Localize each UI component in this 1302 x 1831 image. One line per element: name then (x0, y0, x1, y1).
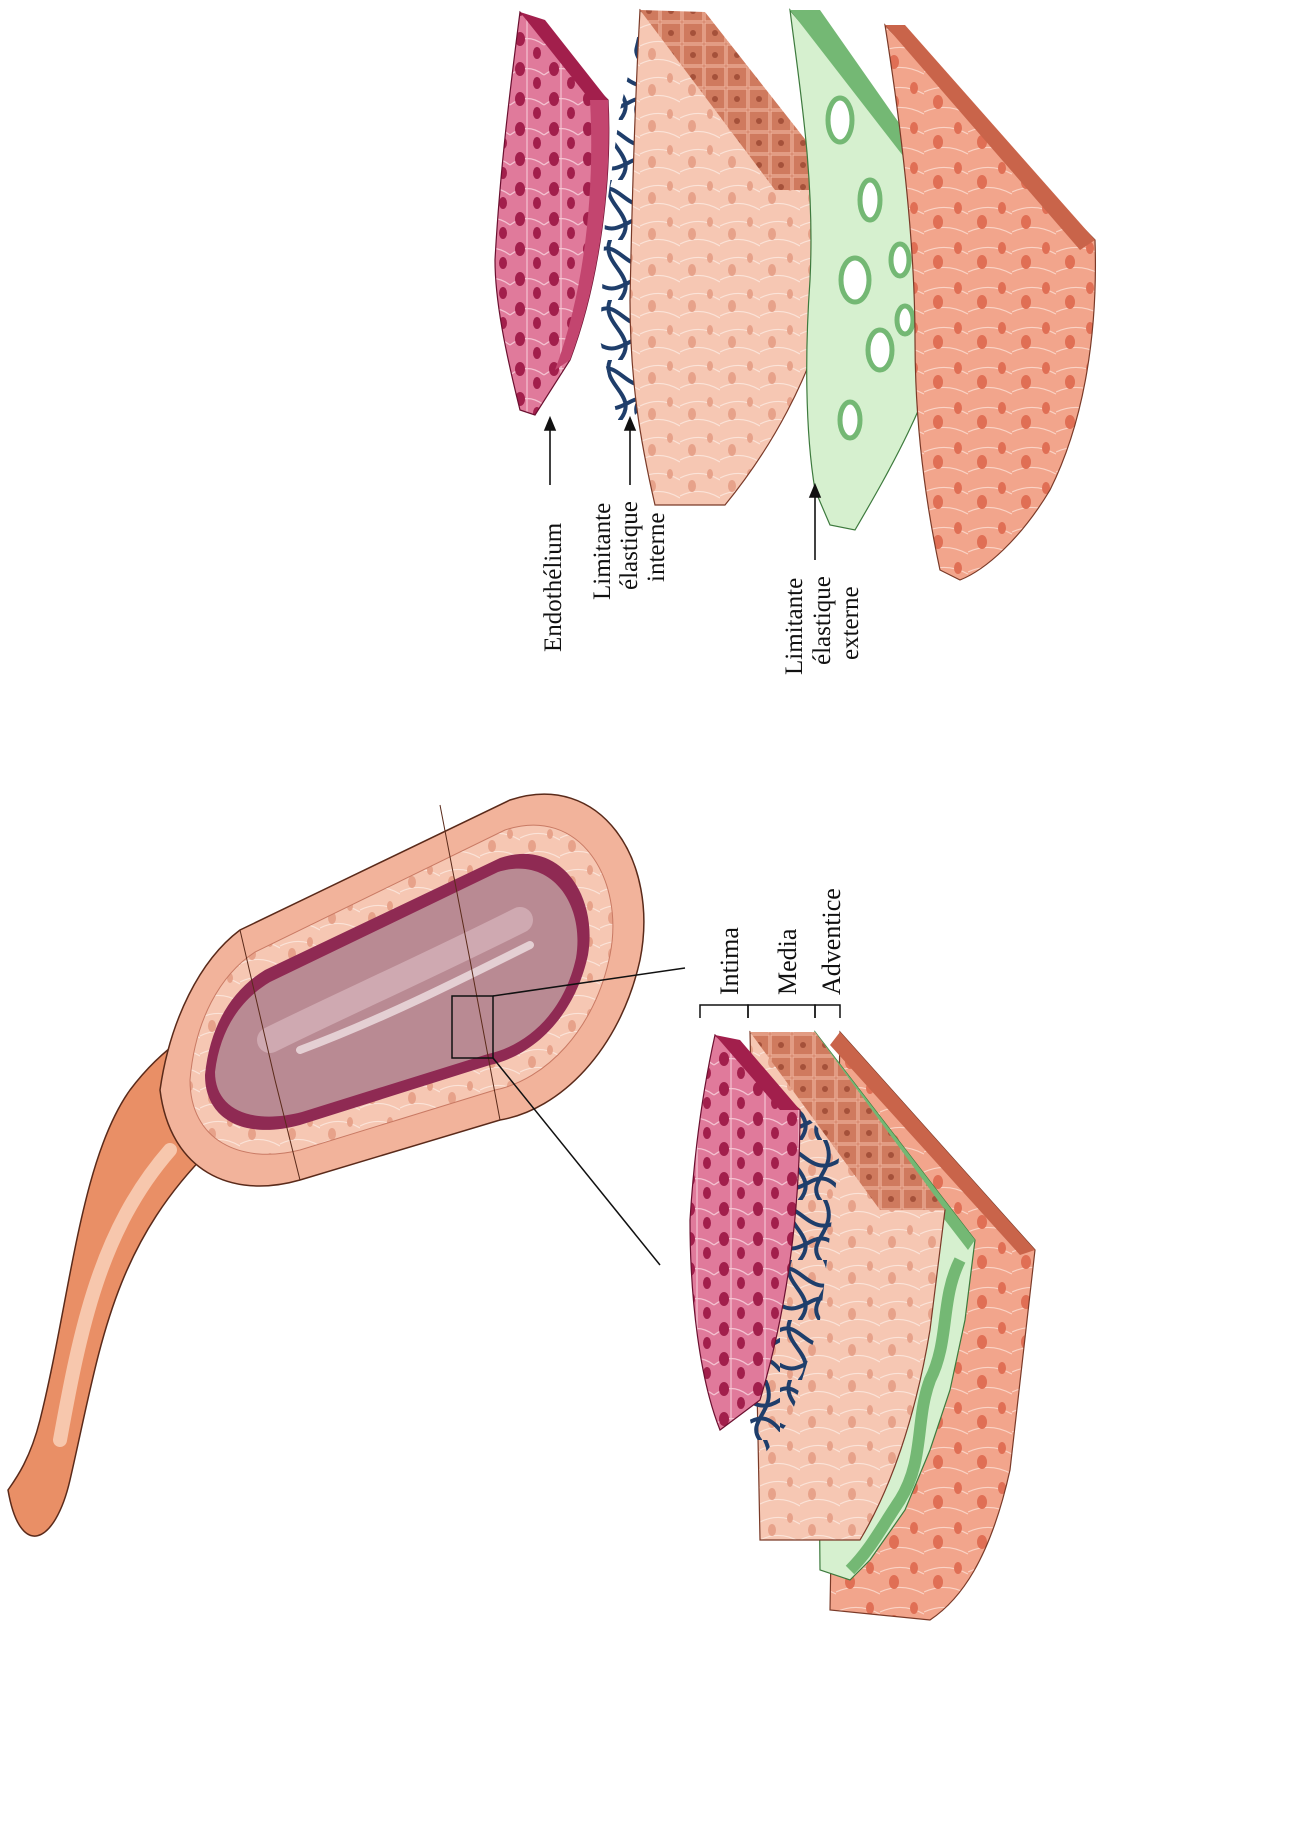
label-adventitia: Adventice (817, 888, 846, 995)
label-internal-elastic-2: élastique (616, 501, 643, 590)
exploded-adventitia (885, 25, 1095, 580)
layered-wall-block: Intima Media Adventice (690, 888, 1035, 1620)
label-external-elastic-1: Limitante (781, 578, 808, 675)
zoom-line-bottom (493, 1058, 660, 1265)
label-endothelium: Endothélium (540, 522, 567, 652)
label-media: Media (773, 928, 802, 995)
artery-overview (8, 794, 685, 1536)
exploded-layers: Endothélium Limitante élastique interne … (495, 10, 1095, 675)
label-external-elastic-3: externe (837, 586, 864, 660)
label-intima: Intima (715, 927, 744, 995)
bracket-media (748, 1005, 815, 1018)
bracket-intima (700, 1005, 748, 1018)
label-external-elastic-2: élastique (809, 576, 836, 665)
label-internal-elastic-3: interne (643, 513, 670, 582)
label-internal-elastic-1: Limitante (589, 503, 616, 600)
bracket-adventitia (815, 1005, 840, 1018)
